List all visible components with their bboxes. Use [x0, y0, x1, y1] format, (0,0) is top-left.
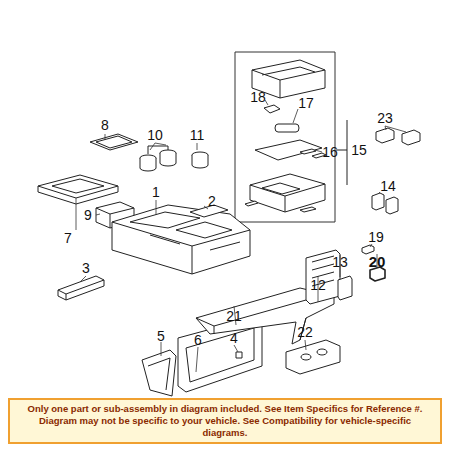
callout-number: 21 [226, 309, 242, 323]
callout-number: 4 [230, 331, 238, 345]
callout-number: 14 [380, 179, 396, 193]
callout-number: 1 [152, 185, 160, 199]
notice-box: Only one part or sub-assembly in diagram… [8, 398, 442, 444]
notice-text: Only one part or sub-assembly in diagram… [16, 403, 434, 439]
callout-number: 20 [369, 255, 386, 269]
callout-number: 7 [64, 231, 72, 245]
callout-number: 19 [368, 230, 384, 244]
callout-number: 11 [190, 128, 205, 142]
callout-number: 13 [332, 255, 348, 269]
callout-number: 23 [377, 111, 393, 125]
callout-number: 8 [101, 118, 109, 132]
callout-number: 9 [84, 208, 92, 222]
callout-number: 18 [250, 90, 266, 104]
callout-number: 3 [82, 261, 90, 275]
callout-number: 2 [208, 194, 216, 208]
callout-number: 22 [297, 325, 313, 339]
callout-number: 12 [310, 278, 326, 292]
callout-number: 16 [322, 145, 338, 159]
callout-number: 10 [147, 128, 163, 142]
callout-number: 15 [351, 143, 367, 157]
callout-number: 17 [298, 96, 314, 110]
callout-number: 5 [157, 329, 165, 343]
callout-number: 6 [194, 333, 202, 347]
